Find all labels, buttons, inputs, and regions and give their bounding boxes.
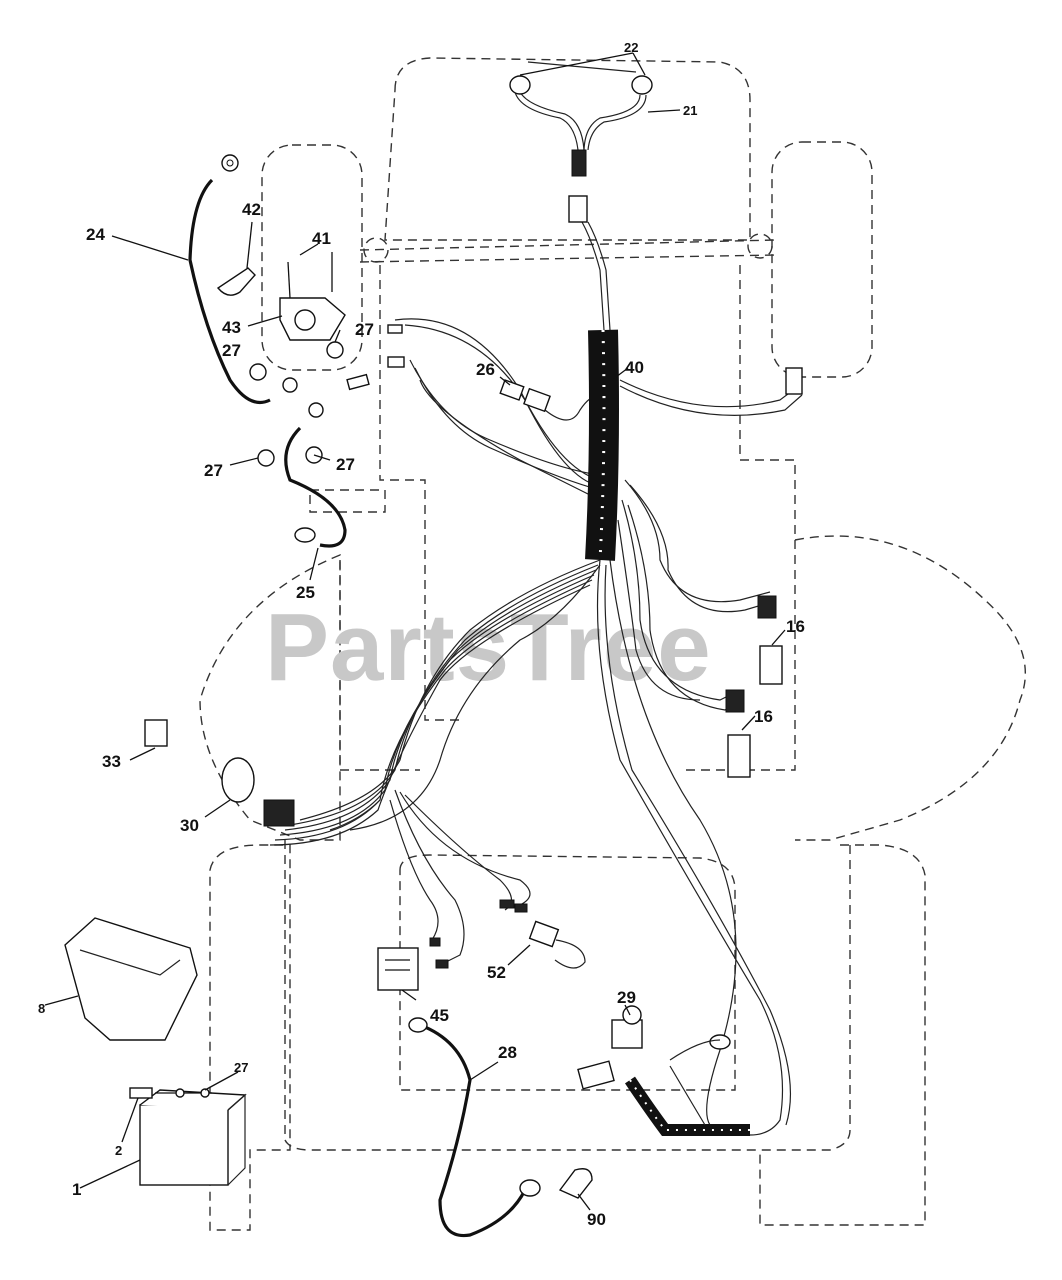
callout-43: 43 (222, 318, 241, 337)
callout-29: 29 (617, 988, 636, 1007)
callout-25: 25 (296, 583, 315, 602)
interlock-switch-16a (759, 645, 783, 685)
headlight-bulb-right (631, 75, 653, 95)
ignition-key-33 (144, 719, 168, 747)
callout-40: 40 (625, 358, 644, 377)
ignition-switch-30 (221, 757, 255, 803)
pto-switch-29 (611, 1019, 643, 1049)
wire-loom-40 (585, 329, 619, 561)
callout-90: 90 (587, 1210, 606, 1229)
callout-21: 21 (683, 103, 697, 118)
callout-27d: 27 (336, 455, 355, 474)
callout-30: 30 (180, 816, 199, 835)
callout-22: 22 (624, 40, 638, 55)
headlight-bulb-left (509, 75, 531, 95)
leader-lines (44, 52, 786, 1211)
terminal-boot-42 (216, 267, 256, 296)
terminal-boot-90 (558, 1168, 593, 1199)
cable-28-terminal-top (408, 1017, 428, 1033)
switch-upper-right (785, 367, 803, 395)
callout-41: 41 (312, 229, 331, 248)
nut-27c (257, 449, 275, 467)
headlight-connector (571, 149, 587, 177)
callout-26: 26 (476, 360, 495, 379)
interlock-switch-16b (727, 734, 751, 778)
callout-2: 2 (115, 1143, 122, 1158)
fuse-holder-26 (499, 379, 525, 401)
decal-45 (377, 947, 419, 991)
battery-tray-8 (64, 917, 198, 1041)
bolt-2 (129, 1087, 153, 1099)
callout-labels: 1 2 8 16 16 21 22 24 25 26 27 27 27 27 2… (38, 40, 805, 1229)
nut-27a (249, 363, 267, 381)
parts (64, 75, 803, 1199)
battery-1 (139, 1104, 229, 1186)
watermark: PartsTree (265, 594, 712, 701)
callout-27a: 27 (355, 320, 374, 339)
battery-cables (188, 178, 527, 1238)
callout-27e: 27 (234, 1060, 248, 1075)
nut-27b (326, 341, 344, 359)
cable-25-terminal (294, 527, 316, 543)
callout-1: 1 (72, 1180, 81, 1199)
callout-24: 24 (86, 225, 105, 244)
callout-52: 52 (487, 963, 506, 982)
callout-33: 33 (102, 752, 121, 771)
cable-28-terminal-bottom (519, 1179, 541, 1197)
callout-27b: 27 (222, 341, 241, 360)
callout-45: 45 (430, 1006, 449, 1025)
callout-16b: 16 (754, 707, 773, 726)
callout-8: 8 (38, 1001, 45, 1016)
callout-16a: 16 (786, 617, 805, 636)
callout-27c: 27 (204, 461, 223, 480)
callout-42: 42 (242, 200, 261, 219)
chassis-outline (199, 57, 1027, 1231)
callout-28: 28 (498, 1043, 517, 1062)
relay-52 (528, 920, 560, 948)
harness-connector-top (568, 195, 588, 223)
